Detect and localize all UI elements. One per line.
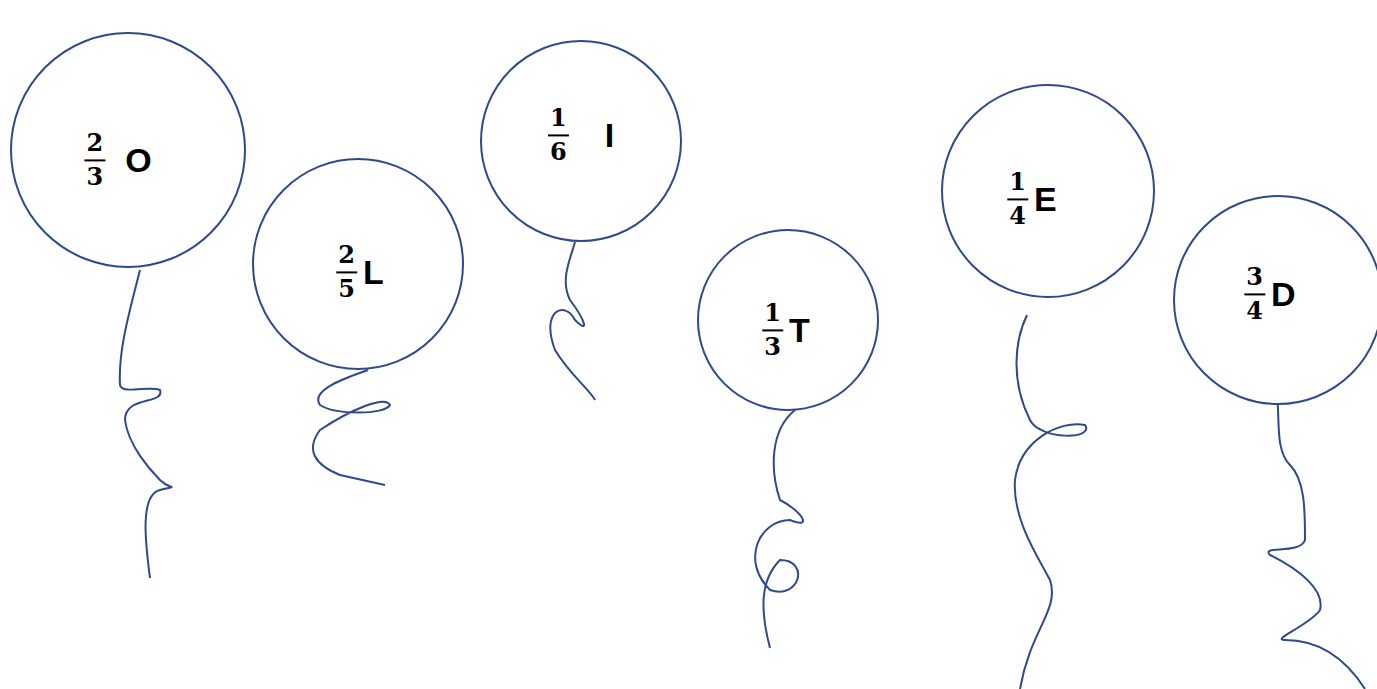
- balloon-letter: I: [605, 118, 614, 152]
- fraction-denominator: 4: [1244, 297, 1265, 325]
- fraction: 14: [1007, 168, 1028, 229]
- balloon-string: [313, 370, 390, 485]
- fraction: 16: [548, 104, 569, 165]
- balloon-circle: 13T: [697, 229, 879, 411]
- fraction-numerator: 2: [336, 241, 357, 269]
- balloon-letter: E: [1034, 182, 1057, 216]
- fraction: 25: [336, 241, 357, 302]
- balloon-letter: L: [363, 255, 384, 289]
- balloon-circle: 14E: [941, 84, 1155, 298]
- fraction-numerator: 1: [762, 299, 783, 327]
- fraction-numerator: 1: [1007, 168, 1028, 196]
- balloon-string: [1268, 395, 1365, 689]
- fraction-denominator: 4: [1007, 202, 1028, 230]
- fraction-numerator: 3: [1244, 263, 1265, 291]
- fraction-denominator: 6: [548, 138, 569, 166]
- fraction: 34: [1244, 263, 1265, 324]
- balloon-string: [755, 410, 803, 648]
- balloon-label: 25L: [336, 241, 383, 302]
- fraction-bar: [1244, 293, 1265, 295]
- balloon-circle: 16I: [480, 40, 682, 242]
- fraction-denominator: 3: [762, 333, 783, 361]
- fraction: 23: [84, 129, 105, 190]
- fraction-denominator: 3: [84, 163, 105, 191]
- balloon-string: [120, 270, 172, 578]
- balloon-letter: O: [125, 143, 151, 177]
- balloon-label: 34D: [1244, 263, 1295, 324]
- fraction: 13: [762, 299, 783, 360]
- fraction-bar: [548, 134, 569, 136]
- balloon-letter: D: [1271, 277, 1296, 311]
- balloon-label: 16I: [548, 104, 614, 165]
- fraction-bar: [762, 329, 783, 331]
- fraction-bar: [84, 159, 105, 161]
- balloon-circle: 23O: [10, 32, 246, 268]
- fraction-denominator: 5: [336, 275, 357, 303]
- balloon-label: 14E: [1007, 168, 1056, 229]
- balloon-circle: 25L: [252, 158, 464, 370]
- balloon-label: 13T: [762, 299, 809, 360]
- balloon-circle: 34D: [1173, 195, 1377, 405]
- balloon-letter: T: [789, 313, 810, 347]
- balloon-string: [550, 242, 595, 400]
- fraction-bar: [1007, 198, 1028, 200]
- fraction-numerator: 1: [548, 104, 569, 132]
- fraction-bar: [336, 271, 357, 273]
- balloon-string: [1015, 315, 1086, 689]
- balloon-label: 23O: [84, 129, 151, 190]
- fraction-numerator: 2: [84, 129, 105, 157]
